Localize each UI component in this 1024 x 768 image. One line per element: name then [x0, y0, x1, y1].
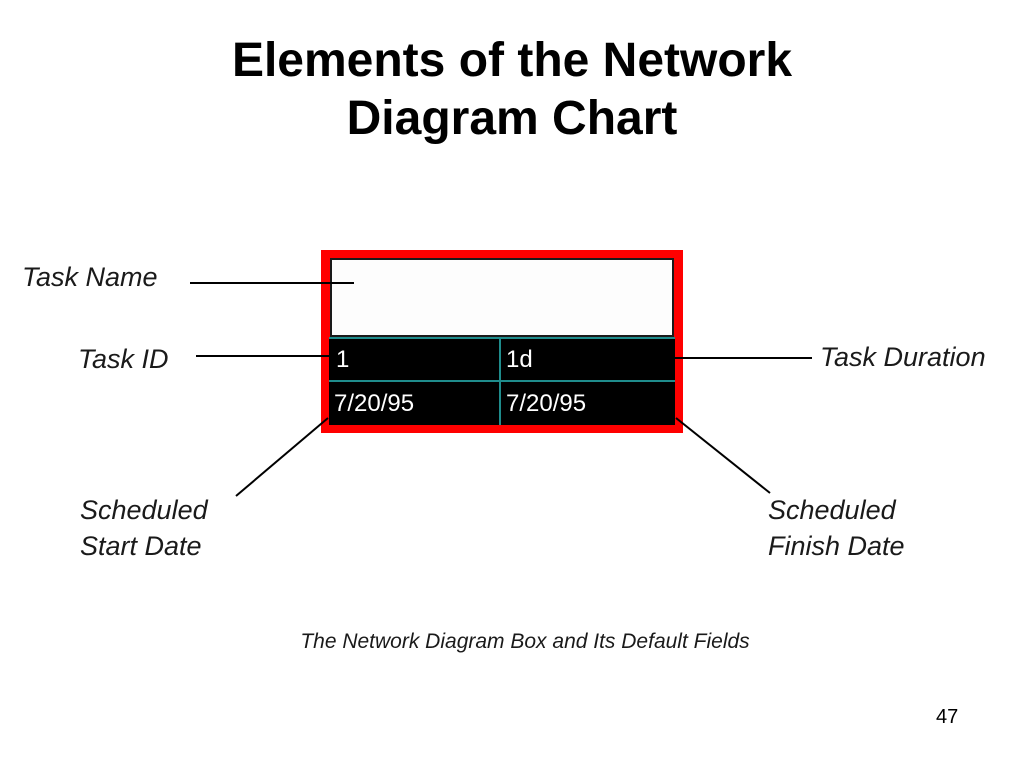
start-date-leader-line [235, 417, 329, 497]
slide-title-line-2: Diagram Chart [346, 92, 678, 145]
task-id-value: 1 [336, 346, 350, 373]
task-id-label: Task ID [78, 344, 169, 374]
task-name-label: Task Name [22, 262, 158, 292]
slide-title-line-1: Elements of the Network [231, 34, 793, 87]
task-duration-label: Task Duration [820, 342, 986, 372]
finish-date-value: 7/20/95 [506, 390, 587, 417]
task-name-field [330, 258, 674, 337]
duration-value: 1d [506, 346, 533, 373]
slide-title: Elements of the Network Diagram Chart [0, 32, 1024, 148]
finish-date-leader-line [675, 417, 771, 494]
scheduled-finish-label-line-2: Finish Date [768, 531, 905, 561]
page-number: 47 [936, 706, 959, 728]
scheduled-finish-label: Scheduled Finish Date [768, 492, 905, 564]
scheduled-start-label-line-1: Scheduled [80, 495, 208, 525]
diagram-caption: The Network Diagram Box and Its Default … [300, 630, 750, 653]
scheduled-start-label: Scheduled Start Date [80, 492, 208, 564]
start-date-value: 7/20/95 [334, 390, 415, 417]
scheduled-finish-label-line-1: Scheduled [768, 495, 896, 525]
scheduled-start-label-line-2: Start Date [80, 531, 202, 561]
